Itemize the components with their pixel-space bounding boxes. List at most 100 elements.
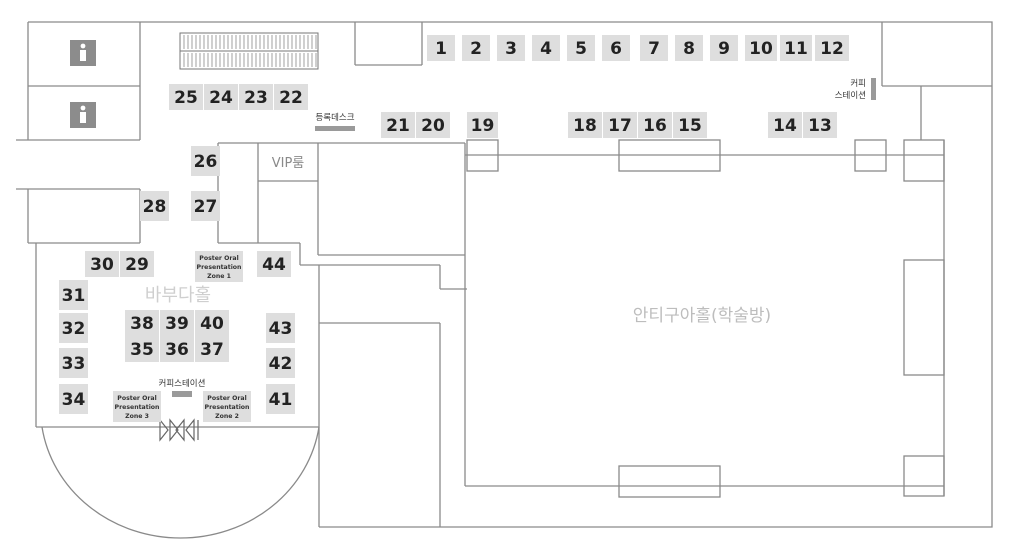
zone-label: Presentation [205, 404, 250, 411]
poster-zone-1[interactable]: Poster Oral Presentation Zone 1 [195, 251, 243, 282]
coffee-station-label: 스테이션 [835, 90, 866, 101]
booth-box [59, 280, 88, 310]
booth-6[interactable]: 6 [602, 35, 630, 61]
poster-zone-2[interactable]: Poster Oral Presentation Zone 2 [203, 391, 251, 422]
booth-8[interactable]: 8 [675, 35, 703, 61]
booth-number: 40 [200, 314, 224, 334]
booth-number: 25 [174, 88, 198, 108]
booth-3[interactable]: 3 [497, 35, 525, 61]
booth-box [497, 35, 525, 61]
booth-30[interactable]: 30 [85, 251, 119, 277]
booth-39[interactable]: 39 [160, 310, 194, 336]
booth-number: 11 [784, 39, 808, 59]
poster-zone-3[interactable]: Poster Oral Presentation Zone 3 [113, 391, 161, 422]
booth-number: 19 [471, 116, 495, 136]
booth-box [467, 112, 498, 138]
booth-41[interactable]: 41 [266, 384, 295, 414]
zone-label: Poster Oral [117, 395, 156, 402]
booth-7[interactable]: 7 [640, 35, 668, 61]
booth-box [780, 35, 812, 61]
booth-box [638, 112, 672, 138]
booth-number: 17 [608, 116, 632, 136]
registration-desk-label: 등록데스크 [315, 113, 354, 123]
booth-21[interactable]: 21 [381, 112, 415, 138]
booth-15[interactable]: 15 [673, 112, 707, 138]
booth-40[interactable]: 40 [195, 310, 229, 336]
booth-5[interactable]: 5 [567, 35, 595, 61]
booth-36[interactable]: 36 [160, 336, 194, 362]
coffee-station-label: 커피 [850, 79, 866, 89]
booth-number: 5 [575, 39, 587, 59]
restroom-icon [70, 40, 96, 66]
booth-1[interactable]: 1 [427, 35, 455, 61]
booth-38[interactable]: 38 [125, 310, 159, 336]
booth-box [568, 112, 602, 138]
booth-10[interactable]: 10 [745, 35, 777, 61]
booth-34[interactable]: 34 [59, 384, 88, 414]
booth-12[interactable]: 12 [815, 35, 849, 61]
booth-24[interactable]: 24 [204, 84, 238, 110]
booth-number: 14 [773, 116, 797, 136]
booth-number: 33 [62, 354, 86, 374]
booth-number: 37 [200, 340, 224, 360]
booth-number: 27 [194, 197, 218, 217]
booth-35[interactable]: 35 [125, 336, 159, 362]
booth-9[interactable]: 9 [710, 35, 738, 61]
booth-11[interactable]: 11 [780, 35, 812, 61]
booth-number: 41 [269, 390, 293, 410]
booth-box [640, 35, 668, 61]
booth-13[interactable]: 13 [803, 112, 837, 138]
booth-26[interactable]: 26 [191, 146, 220, 176]
booth-number: 18 [573, 116, 597, 136]
booth-19[interactable]: 19 [467, 112, 498, 138]
booth-29[interactable]: 29 [120, 251, 154, 277]
booth-number: 8 [683, 39, 695, 59]
booth-16[interactable]: 16 [638, 112, 672, 138]
booth-number: 4 [540, 39, 552, 59]
booth-number: 26 [194, 152, 218, 172]
antigua-hall-label: 안티구아홀(학술방) [633, 306, 771, 326]
booth-number: 43 [269, 319, 293, 339]
booth-2[interactable]: 2 [462, 35, 490, 61]
booth-33[interactable]: 33 [59, 348, 88, 378]
booth-number: 36 [165, 340, 189, 360]
booth-number: 34 [62, 390, 86, 410]
booth-31[interactable]: 31 [59, 280, 88, 310]
booth-23[interactable]: 23 [239, 84, 273, 110]
booth-22[interactable]: 22 [274, 84, 308, 110]
booth-box [266, 384, 295, 414]
booth-box [768, 112, 802, 138]
door-icon [159, 418, 199, 442]
booth-number: 30 [90, 255, 114, 275]
booth-27[interactable]: 27 [191, 191, 220, 221]
booth-box [257, 251, 291, 277]
booth-number: 9 [718, 39, 730, 59]
booth-42[interactable]: 42 [266, 348, 295, 378]
booth-box [462, 35, 490, 61]
zone-label: Zone 2 [215, 413, 239, 420]
booth-box [59, 313, 88, 343]
booth-4[interactable]: 4 [532, 35, 560, 61]
zone-label: Zone 1 [207, 273, 231, 280]
booth-28[interactable]: 28 [140, 191, 169, 221]
booth-number: 44 [262, 255, 286, 275]
booth-number: 38 [130, 314, 154, 334]
booth-44[interactable]: 44 [257, 251, 291, 277]
booth-25[interactable]: 25 [169, 84, 203, 110]
zone-label: Zone 3 [125, 413, 149, 420]
booth-box [85, 251, 119, 277]
booth-number: 31 [62, 286, 86, 306]
booth-number: 20 [421, 116, 445, 136]
booth-43[interactable]: 43 [266, 313, 295, 343]
booth-37[interactable]: 37 [195, 336, 229, 362]
restroom-icon [70, 102, 96, 128]
booth-18[interactable]: 18 [568, 112, 602, 138]
coffee-station-marker [172, 391, 192, 397]
booth-20[interactable]: 20 [416, 112, 450, 138]
booth-32[interactable]: 32 [59, 313, 88, 343]
booth-14[interactable]: 14 [768, 112, 802, 138]
booth-number: 12 [820, 39, 844, 59]
booth-17[interactable]: 17 [603, 112, 637, 138]
